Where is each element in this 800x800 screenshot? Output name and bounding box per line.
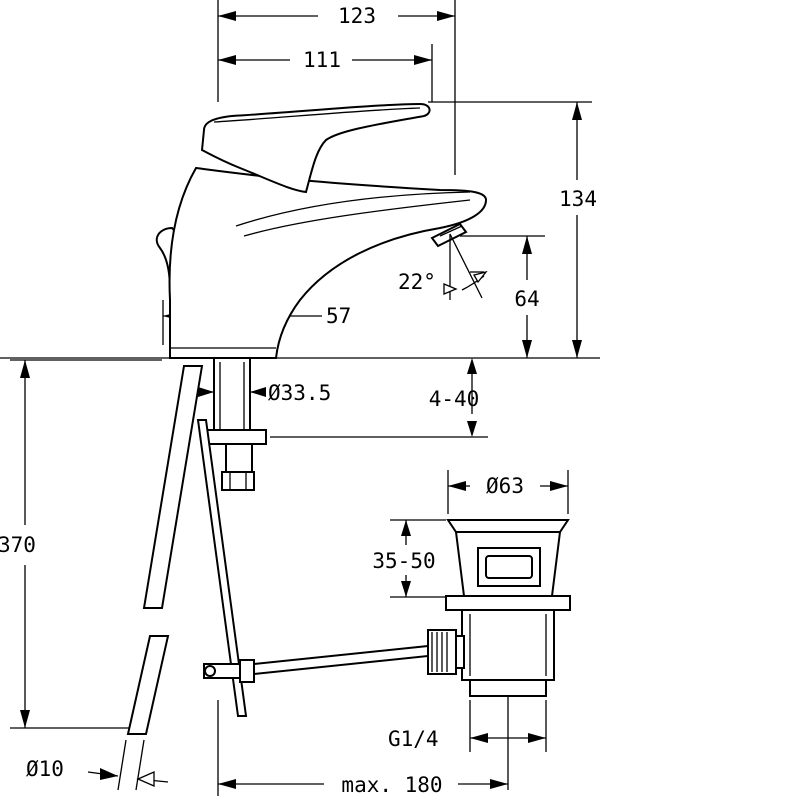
label-max-reach: max. 180 bbox=[341, 773, 442, 797]
label-rod-diameter: Ø10 bbox=[26, 757, 64, 781]
label-rod-length: 370 bbox=[0, 533, 36, 557]
faucet-body bbox=[155, 102, 488, 359]
label-overall-width: 123 bbox=[338, 4, 376, 28]
dimension-deck-thickness: 4-40 bbox=[270, 358, 488, 438]
dimension-waste-height: 35-50 bbox=[372, 519, 446, 598]
label-total-height: 134 bbox=[559, 187, 597, 211]
waste-assembly bbox=[427, 519, 571, 790]
dimension-max-reach: max. 180 bbox=[217, 700, 508, 797]
dimension-rod-length: 370 bbox=[0, 359, 162, 729]
dimension-waste-diameter: Ø63 bbox=[447, 470, 569, 514]
label-spout-reach: 111 bbox=[303, 48, 341, 72]
dimension-spout-height: 64 bbox=[460, 235, 545, 358]
dimension-shank-diameter: Ø33.5 bbox=[190, 372, 331, 405]
label-waste-diameter: Ø63 bbox=[486, 474, 524, 498]
label-spout-height: 64 bbox=[514, 287, 539, 311]
mounting-shank bbox=[201, 357, 267, 491]
dimension-tilt-angle: 22° bbox=[398, 233, 488, 300]
label-base-width: 57 bbox=[326, 304, 351, 328]
dimension-thread: G1/4 bbox=[388, 700, 547, 752]
label-deck-thickness: 4-40 bbox=[429, 387, 480, 411]
label-waste-height: 35-50 bbox=[372, 549, 435, 573]
dimension-spout-reach: 111 bbox=[218, 44, 433, 102]
dimension-overall-width: 123 bbox=[217, 0, 456, 175]
label-shank-diameter: Ø33.5 bbox=[268, 381, 331, 405]
dimension-total-height: 134 bbox=[428, 101, 597, 358]
label-thread: G1/4 bbox=[388, 727, 439, 751]
dimension-rod-diameter: Ø10 bbox=[26, 757, 169, 787]
popup-rod bbox=[117, 365, 429, 791]
label-tilt-angle: 22° bbox=[398, 270, 436, 294]
